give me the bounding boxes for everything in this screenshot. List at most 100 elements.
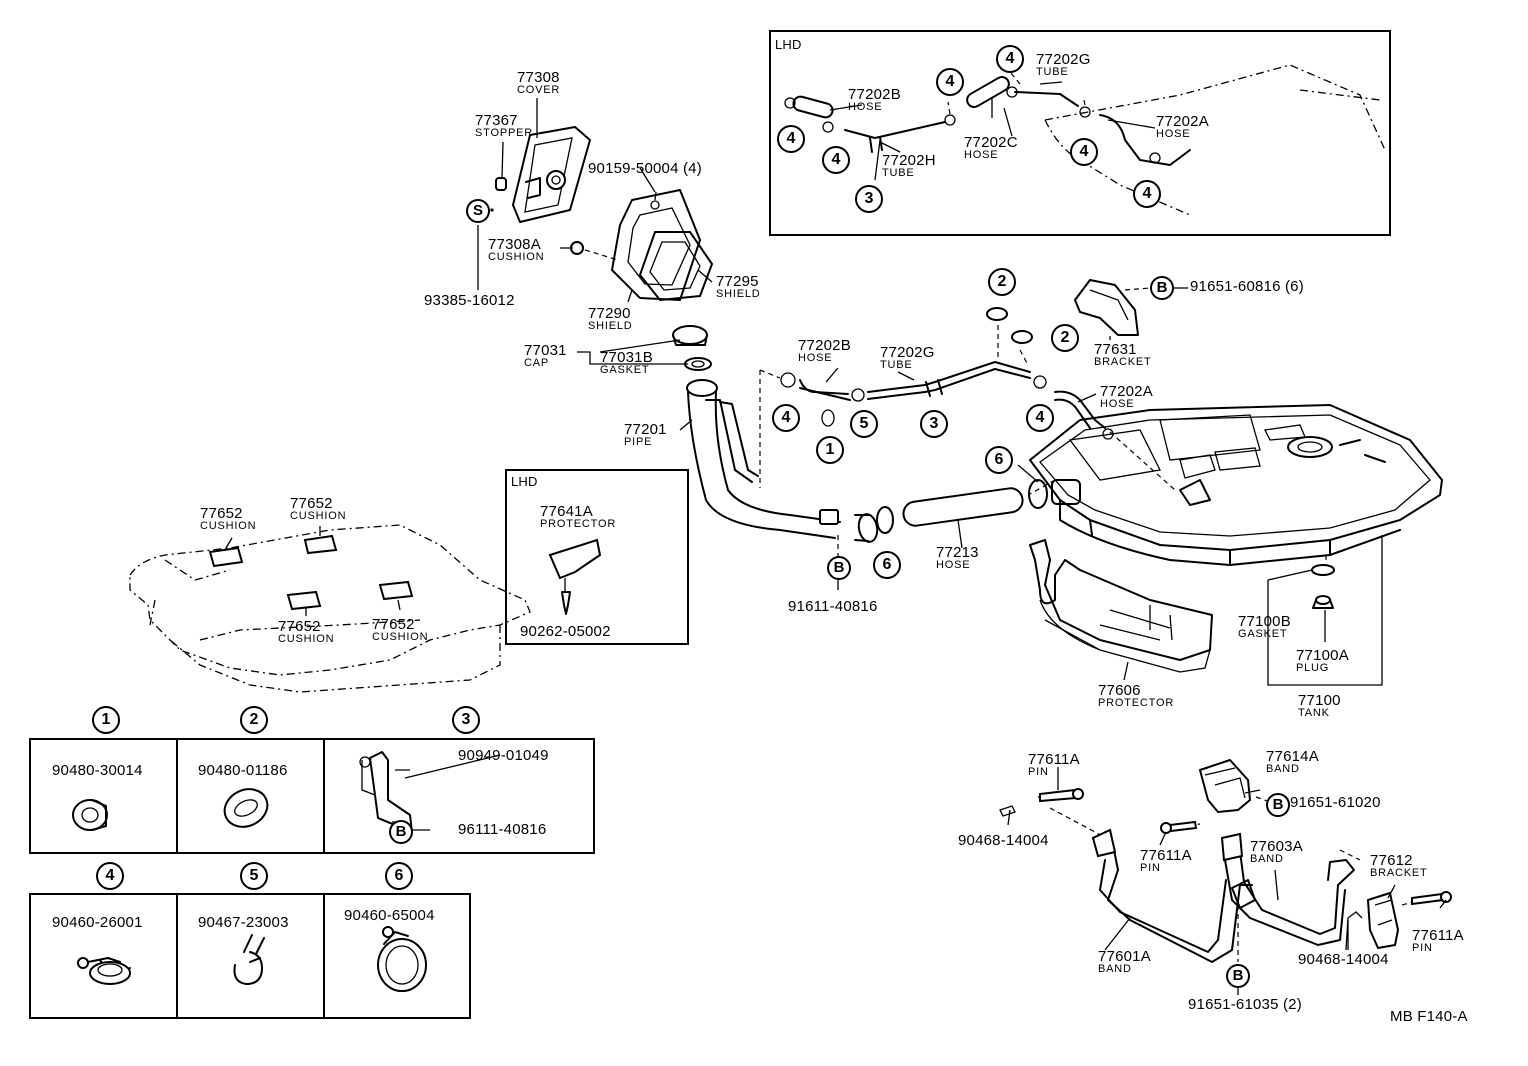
part-name: CAP <box>524 357 550 369</box>
s-mark: S <box>466 199 490 223</box>
part-number: 90468-14004 <box>958 832 1049 849</box>
legend-part-number: 90460-26001 <box>52 914 143 931</box>
part-number: 91611-40816 <box>788 598 878 615</box>
part-name: TUBE <box>882 167 915 179</box>
callout-4: 4 <box>1133 180 1161 208</box>
fuel-cap-drawing <box>672 325 712 371</box>
filler-shield-drawing <box>570 189 713 301</box>
legend-divider <box>323 738 325 854</box>
part-number: 77612 <box>1370 852 1413 869</box>
part-name: CUSHION <box>372 631 429 643</box>
b-mark: B <box>389 820 413 844</box>
legend-part-number: 90949-01049 <box>458 747 549 764</box>
part-number: 77614A <box>1266 748 1319 765</box>
tank-protector-drawing <box>1029 539 1213 673</box>
part-name: GASKET <box>600 364 650 376</box>
part-name: PIN <box>1028 766 1049 778</box>
part-name: PIN <box>1412 942 1433 954</box>
part-name: HOSE <box>798 352 833 364</box>
part-number: 77202H <box>882 152 936 169</box>
part-name: SHIELD <box>588 320 633 332</box>
part-name: TUBE <box>880 359 913 371</box>
part-name: CUSHION <box>278 633 335 645</box>
tank-cushion-outline-drawing <box>129 524 531 693</box>
callout-6: 6 <box>873 551 901 579</box>
part-number: 77202B <box>848 86 901 103</box>
b-mark: B <box>827 556 851 580</box>
part-number: 77202G <box>1036 51 1091 68</box>
part-number: 91651-60816 (6) <box>1190 278 1304 295</box>
part-name: BRACKET <box>1370 867 1428 879</box>
callout-4: 4 <box>777 125 805 153</box>
part-number: 77202G <box>880 344 935 361</box>
part-number: 77295 <box>716 273 759 290</box>
part-name: CUSHION <box>200 520 257 532</box>
b-mark: B <box>1266 793 1290 817</box>
callout-4: 4 <box>936 68 964 96</box>
callout-4: 4 <box>1026 404 1054 432</box>
filler-pipe-drawing <box>686 369 841 560</box>
legend-part-number: 90467-23003 <box>198 914 289 931</box>
lhd-protector-drawing <box>548 538 602 615</box>
part-number: 77603A <box>1250 838 1303 855</box>
part-number: 91651-61020 <box>1290 794 1381 811</box>
part-number: 77611A <box>1412 927 1464 944</box>
part-name: BAND <box>1250 853 1284 865</box>
callout-6: 6 <box>985 446 1013 474</box>
part-number: 91651-61035 (2) <box>1188 996 1302 1013</box>
part-name: PROTECTOR <box>540 518 617 530</box>
legend-table-bottom <box>29 893 471 1019</box>
drain-plug-drawing <box>1267 535 1383 686</box>
part-number: 77611A <box>1028 751 1080 768</box>
filler-cover-drawing <box>490 126 591 223</box>
legend-divider <box>176 738 178 854</box>
legend-callout-1: 1 <box>92 706 120 734</box>
b-mark: B <box>1150 276 1174 300</box>
part-number: 77290 <box>588 305 631 322</box>
callout-4: 4 <box>996 45 1024 73</box>
legend-part-number: 90460-65004 <box>344 907 435 924</box>
part-number: 77213 <box>936 544 979 561</box>
part-number: 90159-50004 (4) <box>588 160 702 177</box>
part-name: PIN <box>1140 862 1161 874</box>
part-name: STOPPER <box>475 127 533 139</box>
part-number: 77100 <box>1298 692 1341 709</box>
part-name: BAND <box>1266 763 1300 775</box>
part-name: HOSE <box>936 559 971 571</box>
part-number: 77031 <box>524 342 567 359</box>
legend-callout-2: 2 <box>240 706 268 734</box>
part-name: PIPE <box>624 436 653 448</box>
part-number: 77100A <box>1296 647 1349 664</box>
b-mark: B <box>1226 964 1250 988</box>
legend-icons-drawing <box>72 751 427 992</box>
part-number: 90262-05002 <box>520 623 611 640</box>
part-name: BRACKET <box>1094 356 1152 368</box>
part-number: 77652 <box>278 618 321 635</box>
fuel-tank-drawing <box>1029 404 1443 570</box>
part-number: 77100B <box>1238 613 1291 630</box>
part-number: 77202B <box>798 337 851 354</box>
part-name: HOSE <box>1156 128 1191 140</box>
legend-table-top <box>29 738 595 854</box>
part-number: 90468-14004 <box>1298 951 1389 968</box>
legend-callout-3: 3 <box>452 706 480 734</box>
legend-callout-6: 6 <box>385 862 413 890</box>
part-name: HOSE <box>1100 398 1135 410</box>
part-name: GASKET <box>1238 628 1288 640</box>
callout-3: 3 <box>920 410 948 438</box>
callout-2: 2 <box>1051 324 1079 352</box>
part-number: 93385-16012 <box>424 292 515 309</box>
part-number: 77601A <box>1098 948 1151 965</box>
part-number: 77308 <box>517 69 560 86</box>
legend-divider <box>323 893 325 1019</box>
leader-lines <box>404 81 1447 995</box>
vent-hoses-drawing <box>780 307 1106 543</box>
legend-part-number: 96111-40816 <box>458 821 547 838</box>
part-name: HOSE <box>964 149 999 161</box>
lhd-hose-routing-box <box>769 30 1391 236</box>
legend-divider <box>176 893 178 1019</box>
callout-4: 4 <box>1070 138 1098 166</box>
legend-callout-5: 5 <box>240 862 268 890</box>
legend-callout-4: 4 <box>96 862 124 890</box>
